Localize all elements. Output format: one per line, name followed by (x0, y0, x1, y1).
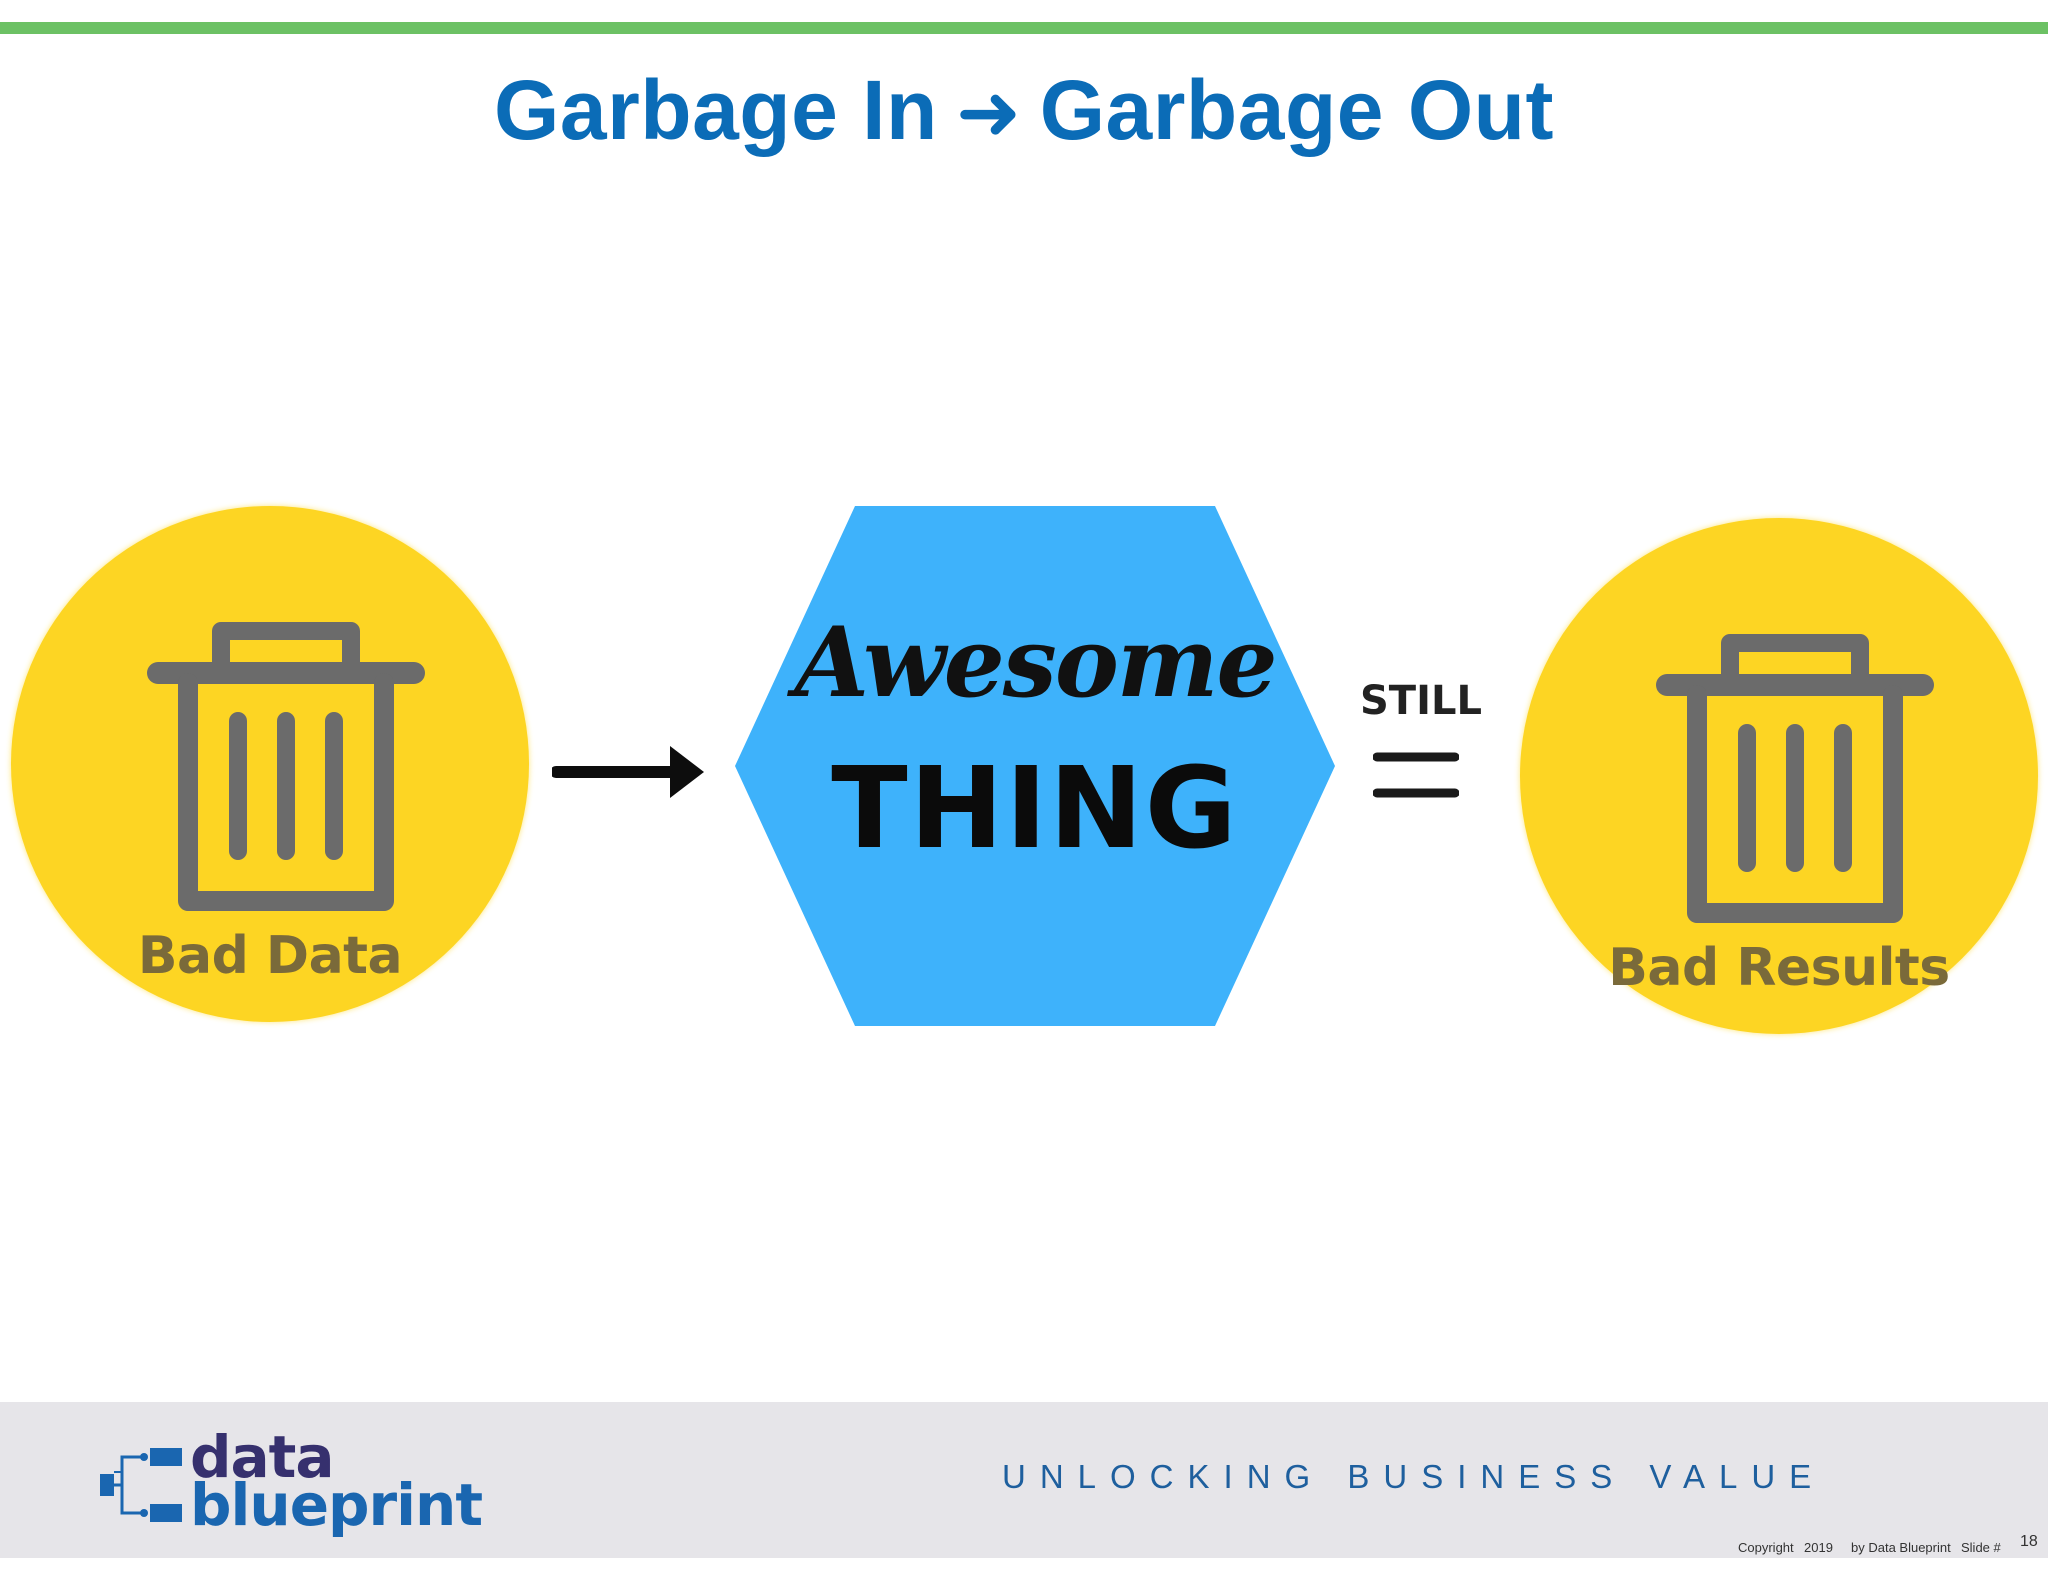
title-arrow-icon: ➜ (955, 68, 1022, 158)
blueprint-connector-icon (100, 1448, 182, 1522)
thing-text: THING (831, 744, 1239, 874)
copyright-label: Copyright (1738, 1540, 1794, 1555)
logo-blueprint-text: blueprint (190, 1471, 483, 1539)
bad-data-circle: Bad Data (11, 506, 529, 1022)
trash-can-icon (1656, 634, 1934, 923)
slide-label: Slide # (1961, 1540, 2001, 1555)
title-left: Garbage In (494, 63, 938, 157)
awesome-script-text: Awesome (794, 606, 1277, 719)
slide-footer: data blueprint UNLOCKING BUSINESS VALUE … (0, 1402, 2048, 1558)
copyright-owner: by Data Blueprint (1851, 1540, 1951, 1555)
copyright-year: 2019 (1804, 1540, 1833, 1555)
slide-number: 18 (2020, 1533, 2038, 1550)
garbage-diagram: Bad Data Awesome THING STILL Bad Results (0, 490, 2048, 1050)
trash-can-icon (147, 622, 425, 911)
title-right: Garbage Out (1039, 63, 1554, 157)
logo-data-text: data (190, 1423, 335, 1491)
bad-results-circle: Bad Results (1520, 518, 2038, 1034)
data-blueprint-logo: data blueprint (100, 1428, 490, 1539)
top-accent-bar (0, 22, 2048, 34)
bad-data-label: Bad Data (137, 926, 403, 986)
arrow-right-icon (552, 746, 704, 798)
bad-results-label: Bad Results (1608, 938, 1950, 998)
slide-title: Garbage In➜Garbage Out (0, 62, 2048, 159)
still-label: STILL (1360, 678, 1482, 724)
equals-icon (1373, 752, 1459, 798)
awesome-thing-hexagon: Awesome THING (735, 506, 1335, 1026)
tagline: UNLOCKING BUSINESS VALUE (1002, 1458, 1826, 1495)
